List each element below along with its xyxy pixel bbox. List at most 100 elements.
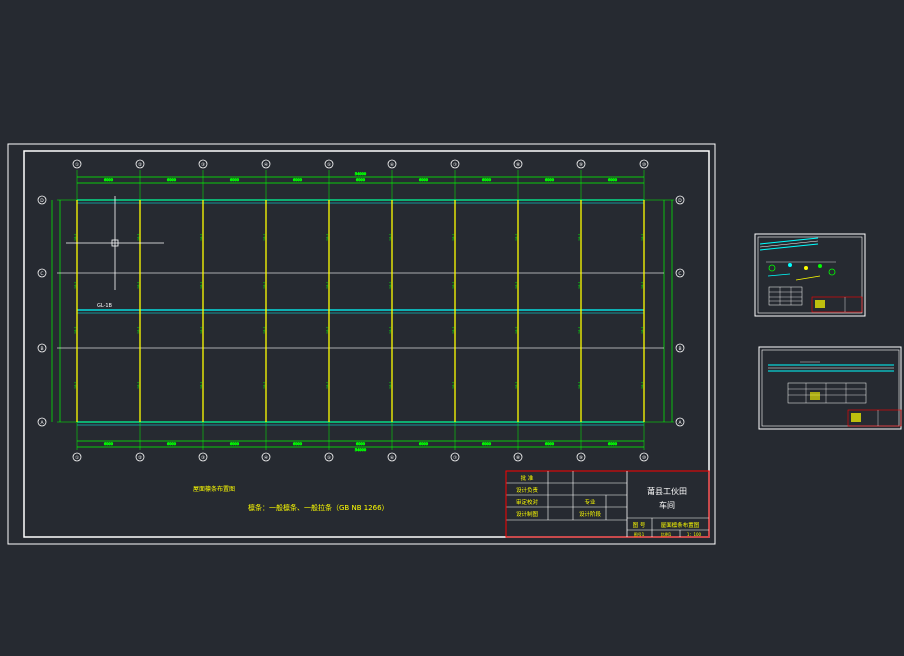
dim-total-top: 54000 <box>355 172 366 176</box>
purlin-label-6-1: GL-1 <box>451 281 455 288</box>
purlin-label-1-2: GL-1 <box>136 326 140 333</box>
thumbnail-sheet-1[interactable] <box>754 233 866 317</box>
tb-small-2: 比例1 <box>661 531 672 537</box>
purlin-label-3-0: GL-1 <box>262 233 266 240</box>
dim-label-top-2: 6000 <box>230 178 239 182</box>
dim-label-bot-8: 6000 <box>608 442 617 446</box>
dim-label-bot-2: 6000 <box>230 442 239 446</box>
axis-bubble-label-top-5: ⑥ <box>390 162 394 168</box>
tb-row-4: 设计制图 <box>516 510 539 518</box>
axis-bubble-label-top-0: ① <box>75 162 79 168</box>
axis-bubble-label-top-8: ⑨ <box>579 162 583 168</box>
purlin-label-1-3: GL-1 <box>136 381 140 388</box>
axis-bubble-label-bot-9: ⑩ <box>642 455 646 461</box>
side-bubble-r-2 <box>675 343 685 353</box>
side-bubble-l-2 <box>37 343 47 353</box>
purlin-label-1-0: GL-1 <box>136 233 140 240</box>
purlin-label-6-3: GL-1 <box>451 381 455 388</box>
side-bubble-label-r-1: C <box>678 271 681 277</box>
tb-row-1: 批 准 <box>521 474 534 482</box>
sheet-outer-frame <box>7 143 716 545</box>
dim-label-top-3: 6000 <box>293 178 302 182</box>
purlin-label-5-0: GL-1 <box>388 233 392 240</box>
purlin-label-5-3: GL-1 <box>388 381 392 388</box>
purlin-label-0-3: GL-1 <box>73 381 77 388</box>
purlin-label-2-3: GL-1 <box>199 381 203 388</box>
axis-bubble-bot-9 <box>639 452 649 462</box>
axis-bubble-bot-8 <box>576 452 586 462</box>
axis-bubble-label-bot-8: ⑨ <box>579 455 583 461</box>
purlin-label-4-1: GL-1 <box>325 281 329 288</box>
purlin-label-2-0: GL-1 <box>199 233 203 240</box>
axis-bubble-top-4 <box>324 159 334 169</box>
purlin-label-6-2: GL-1 <box>451 326 455 333</box>
tb-scale: 1：100 <box>687 532 702 537</box>
axis-bubble-top-8 <box>576 159 586 169</box>
tb-drawing-no-label: 图 号 <box>633 521 646 529</box>
dim-label-bot-1: 6000 <box>167 442 176 446</box>
axis-bubble-label-bot-5: ⑥ <box>390 455 394 461</box>
dim-label-top-7: 6000 <box>545 178 554 182</box>
axis-bubble-label-bot-7: ⑧ <box>516 455 520 461</box>
purlin-label-9-1: GL-1 <box>640 281 644 288</box>
side-bubble-r-0 <box>675 195 685 205</box>
dim-label-top-0: 6000 <box>104 178 113 182</box>
dim-label-bot-6: 6000 <box>482 442 491 446</box>
axis-bubble-bot-4 <box>324 452 334 462</box>
side-bubble-label-l-0: D <box>40 198 44 204</box>
dim-label-bot-0: 6000 <box>104 442 113 446</box>
sheet-inner-frame <box>23 150 710 538</box>
purlin-label-4-3: GL-1 <box>325 381 329 388</box>
axis-bubble-label-top-6: ⑦ <box>453 162 457 168</box>
purlin-label-2-2: GL-1 <box>199 326 203 333</box>
axis-bubble-bot-0 <box>72 452 82 462</box>
purlin-label-6-0: GL-1 <box>451 233 455 240</box>
axis-bubble-label-bot-6: ⑦ <box>453 455 457 461</box>
purlin-label-3-3: GL-1 <box>262 381 266 388</box>
purlin-label-9-0: GL-1 <box>640 233 644 240</box>
axis-bubble-bot-7 <box>513 452 523 462</box>
side-bubble-label-r-0: D <box>678 198 682 204</box>
dim-label-top-4: 6000 <box>356 178 365 182</box>
title-block: 批 准 设计负责 审定校对 设计制图 专业 设计阶段 莆县工伙田 车间 图 号 … <box>505 470 710 538</box>
axis-bubble-top-0 <box>72 159 82 169</box>
dim-label-top-5: 6000 <box>419 178 428 182</box>
purlin-label-7-2: GL-1 <box>514 326 518 333</box>
dimension-lines: 6000 6000 6000 6000 6000 6000 6000 6000 6000 6000… <box>51 172 673 452</box>
axis-bubble-top-6 <box>450 159 460 169</box>
purlin-label-8-3: GL-1 <box>577 381 581 388</box>
purlin-label-3-1: GL-1 <box>262 281 266 288</box>
side-bubble-r-1 <box>675 268 685 278</box>
axis-bubble-label-top-2: ③ <box>201 162 205 168</box>
purlin-label-8-1: GL-1 <box>577 281 581 288</box>
purlin-label-9-3: GL-1 <box>640 381 644 388</box>
dim-label-bot-5: 6000 <box>419 442 428 446</box>
axis-bubble-bot-1 <box>135 452 145 462</box>
axis-bubble-bot-2 <box>198 452 208 462</box>
purlin-label-5-1: GL-1 <box>388 281 392 288</box>
axis-bubble-label-top-3: ④ <box>264 162 268 168</box>
side-bubble-l-1 <box>37 268 47 278</box>
tb-small-1: 图号1 <box>634 531 645 537</box>
axis-bubble-label-bot-2: ③ <box>201 455 205 461</box>
gl-marker-label: GL-1B <box>97 303 113 309</box>
axis-bubble-top-3 <box>261 159 271 169</box>
axis-bubble-label-bot-4: ⑤ <box>327 455 331 461</box>
purlin-label-0-2: GL-1 <box>73 326 77 333</box>
dim-label-top-1: 6000 <box>167 178 176 182</box>
dim-total-bot: 54000 <box>355 448 366 452</box>
thumbnail-sheet-2[interactable] <box>758 346 902 430</box>
axis-bubble-label-top-9: ⑩ <box>642 162 646 168</box>
axis-bubble-label-bot-1: ② <box>138 455 142 461</box>
purlin-label-7-3: GL-1 <box>514 381 518 388</box>
side-bubble-l-0 <box>37 195 47 205</box>
axis-bubble-bot-5 <box>387 452 397 462</box>
tb-project: 车间 <box>659 500 675 510</box>
purlin-label-8-2: GL-1 <box>577 326 581 333</box>
purlin-label-8-0: GL-1 <box>577 233 581 240</box>
axis-bubble-label-top-4: ⑤ <box>327 162 331 168</box>
axis-bubble-top-2 <box>198 159 208 169</box>
dim-label-top-8: 6000 <box>608 178 617 182</box>
